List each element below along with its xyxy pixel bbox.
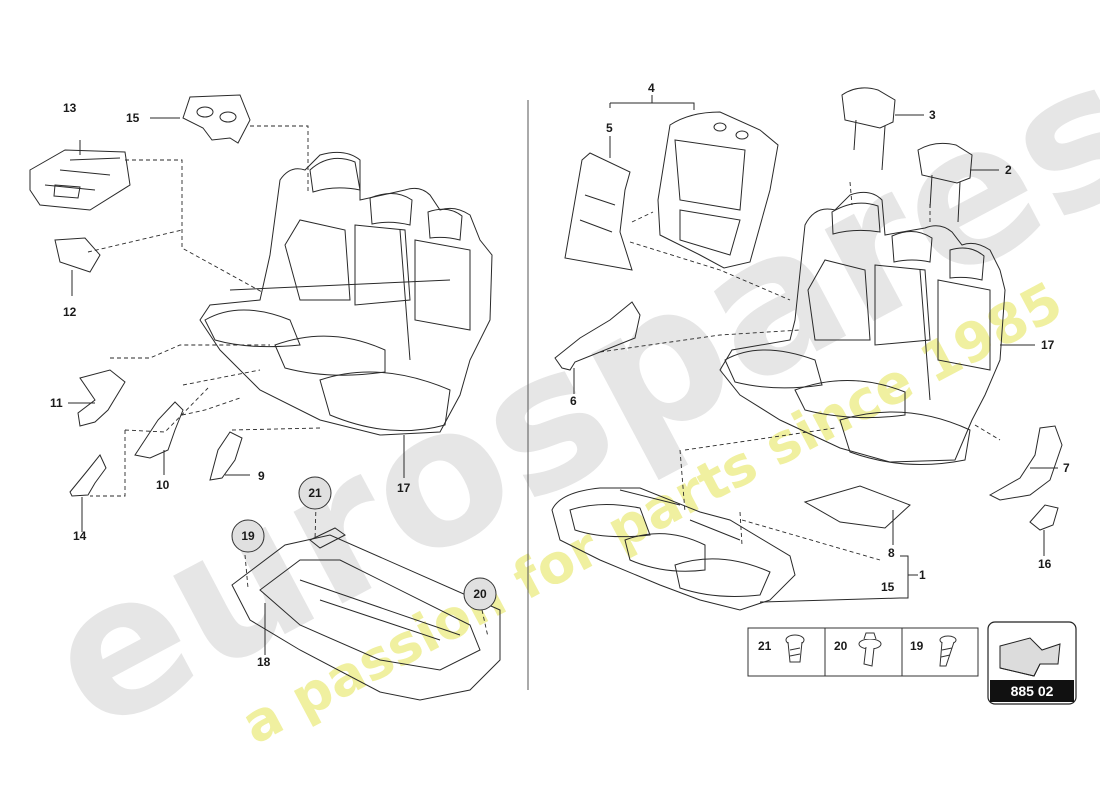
- callout-12: 12: [63, 305, 77, 319]
- part-8-mat: [803, 485, 911, 529]
- part-14: [69, 454, 107, 497]
- part-16: [1029, 504, 1059, 531]
- fastener-label-20: 20: [834, 639, 848, 653]
- part-15-cover: [182, 94, 251, 144]
- callout-11: 11: [50, 396, 63, 410]
- callout-17-left: 17: [397, 481, 411, 495]
- circled-callouts: 19 21 20: [231, 476, 497, 611]
- fastener-label-19: 19: [910, 639, 924, 653]
- callout-16: 16: [1038, 557, 1052, 571]
- callout-1: 1: [919, 568, 926, 582]
- part-6: [554, 301, 641, 371]
- screw-icon: [939, 635, 957, 667]
- reference-code: 885 02: [1011, 683, 1054, 699]
- rear-seat-left: [199, 151, 493, 436]
- arrow-view-icon: [999, 637, 1061, 677]
- part-13-cushion: [29, 149, 131, 211]
- callout-4: 4: [648, 81, 655, 95]
- callout-5: 5: [606, 121, 613, 135]
- callout-18: 18: [257, 655, 271, 669]
- part-9: [209, 431, 243, 481]
- callout-13: 13: [63, 101, 77, 115]
- callout-9: 9: [258, 469, 265, 483]
- part-18-subframe: [231, 527, 501, 701]
- reference-box: 885 02: [987, 621, 1077, 705]
- callout-17-right: 17: [1041, 338, 1055, 352]
- callout-8: 8: [888, 546, 895, 560]
- part-12: [54, 237, 101, 273]
- part-10: [134, 401, 184, 459]
- part-3-headrest: [841, 87, 896, 171]
- fastener-label-21: 21: [758, 639, 772, 653]
- fastener-table: 21 20 19: [747, 627, 979, 677]
- callout-10: 10: [156, 478, 170, 492]
- part-4-backrest: [657, 111, 779, 269]
- left-callout-leaders: [68, 117, 405, 655]
- circled-callout-19: 19: [241, 529, 255, 543]
- right-callout-leaders: [573, 95, 1058, 603]
- circled-callout-20: 20: [473, 587, 487, 601]
- part-7: [988, 425, 1063, 501]
- right-leader-lines: [599, 181, 1001, 561]
- part-11: [77, 369, 126, 427]
- part-1-seat-cushion: [551, 487, 796, 611]
- callout-15-left: 15: [126, 111, 140, 125]
- left-leader-lines: [87, 125, 489, 638]
- part-2-headrest: [917, 142, 973, 223]
- callout-6: 6: [570, 394, 577, 408]
- rear-seat-right: [719, 191, 1006, 465]
- circled-callout-21: 21: [308, 486, 322, 500]
- bolt-icon: [785, 634, 805, 663]
- callout-7: 7: [1063, 461, 1070, 475]
- callout-14: 14: [73, 529, 87, 543]
- callout-2: 2: [1005, 163, 1012, 177]
- callout-3: 3: [929, 108, 936, 122]
- flange-bolt-icon: [858, 632, 882, 667]
- callout-15-right: 15: [881, 580, 895, 594]
- part-5-panel: [564, 152, 633, 271]
- callout-numbers: 13 15 12 11 10 9 14 17 18 4 5 3 2 17 6 7…: [50, 81, 1070, 669]
